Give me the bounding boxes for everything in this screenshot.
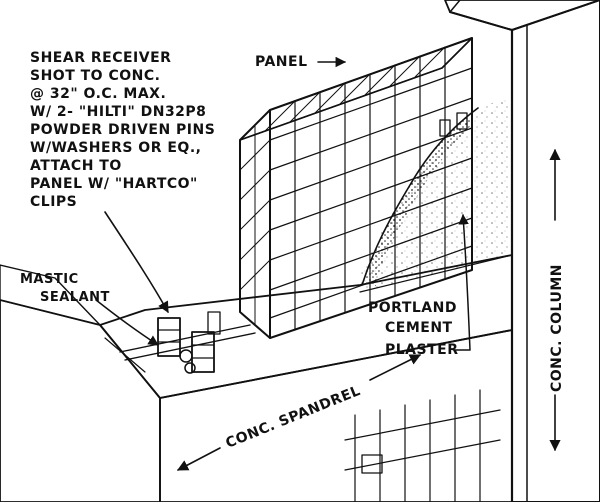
note-line-1: SHEAR RECEIVER bbox=[30, 50, 171, 66]
panel-label: PANEL bbox=[255, 54, 308, 70]
leader-lines bbox=[95, 56, 561, 471]
spandrel-label: CONC. SPANDREL bbox=[224, 383, 363, 452]
plaster-line-1: PORTLAND bbox=[368, 300, 457, 316]
note-line-9: CLIPS bbox=[30, 194, 77, 210]
note-line-2: SHOT TO CONC. bbox=[30, 68, 160, 84]
plaster-wall bbox=[359, 96, 513, 293]
plaster-label: PORTLAND CEMENT PLASTER bbox=[368, 300, 459, 358]
note-line-8: PANEL W/ "HARTCO" bbox=[30, 176, 198, 192]
mastic-line-2: SEALANT bbox=[40, 290, 110, 305]
plaster-line-3: PLASTER bbox=[385, 342, 459, 358]
shear-receiver-note: SHEAR RECEIVER SHOT TO CONC. @ 32" O.C. … bbox=[30, 50, 215, 210]
plaster-line-2: CEMENT bbox=[385, 320, 453, 336]
mastic-line-1: MASTIC bbox=[20, 272, 79, 287]
note-line-6: W/WASHERS OR EQ., bbox=[30, 140, 201, 156]
note-line-3: @ 32" O.C. MAX. bbox=[30, 86, 166, 102]
mastic-sealant-label: MASTIC SEALANT bbox=[20, 272, 110, 305]
note-line-5: POWDER DRIVEN PINS bbox=[30, 122, 215, 138]
concrete-spandrel bbox=[0, 254, 513, 502]
insulated-panel bbox=[239, 37, 473, 339]
note-line-7: ATTACH TO bbox=[30, 158, 122, 174]
note-line-4: W/ 2- "HILTI" DN32P8 bbox=[30, 104, 206, 120]
column-label: CONC. COLUMN bbox=[549, 264, 565, 392]
